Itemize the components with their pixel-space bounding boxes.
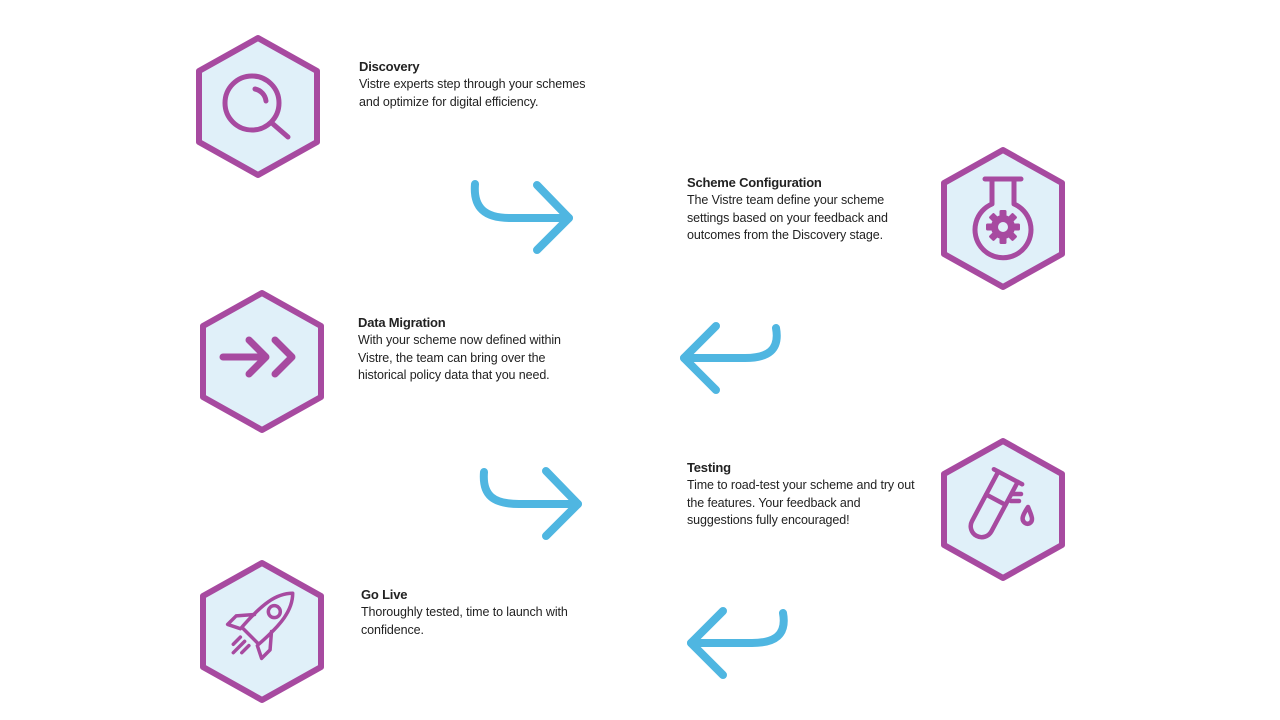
flow-arrow-left-icon [670,320,790,400]
step-description: Time to road-test your scheme and try ou… [687,478,915,527]
step-discovery: Discovery Vistre experts step through yo… [359,58,594,111]
step-go-live: Go Live Thoroughly tested, time to launc… [361,586,596,639]
step-title: Data Migration [358,315,446,330]
step-data-migration-hexagon [197,289,327,434]
step-title: Discovery [359,59,420,74]
flow-arrow-left-icon [677,605,797,685]
step-description: With your scheme now defined within Vist… [358,333,561,382]
step-description: Thoroughly tested, time to launch with c… [361,605,568,637]
step-discovery-hexagon [193,34,323,179]
flow-arrow-right-icon [470,178,590,258]
step-go-live-hexagon [197,559,327,704]
step-description: The Vistre team define your scheme setti… [687,193,888,242]
step-data-migration: Data Migration With your scheme now defi… [358,314,593,385]
step-description: Vistre experts step through your schemes… [359,77,586,109]
flow-arrow-right-icon [479,466,599,546]
step-scheme-configuration: Scheme Configuration The Vistre team def… [687,174,922,245]
double-arrow-icon [219,336,296,378]
step-testing-hexagon [938,437,1068,582]
step-testing: Testing Time to road-test your scheme an… [687,459,922,530]
step-title: Go Live [361,587,408,602]
test-tube-icon [968,466,1035,540]
flask-gear-icon [972,176,1034,261]
step-title: Scheme Configuration [687,175,822,190]
magnifier-icon [222,73,291,140]
rocket-icon [225,591,295,661]
step-title: Testing [687,460,731,475]
step-scheme-configuration-hexagon [938,146,1068,291]
